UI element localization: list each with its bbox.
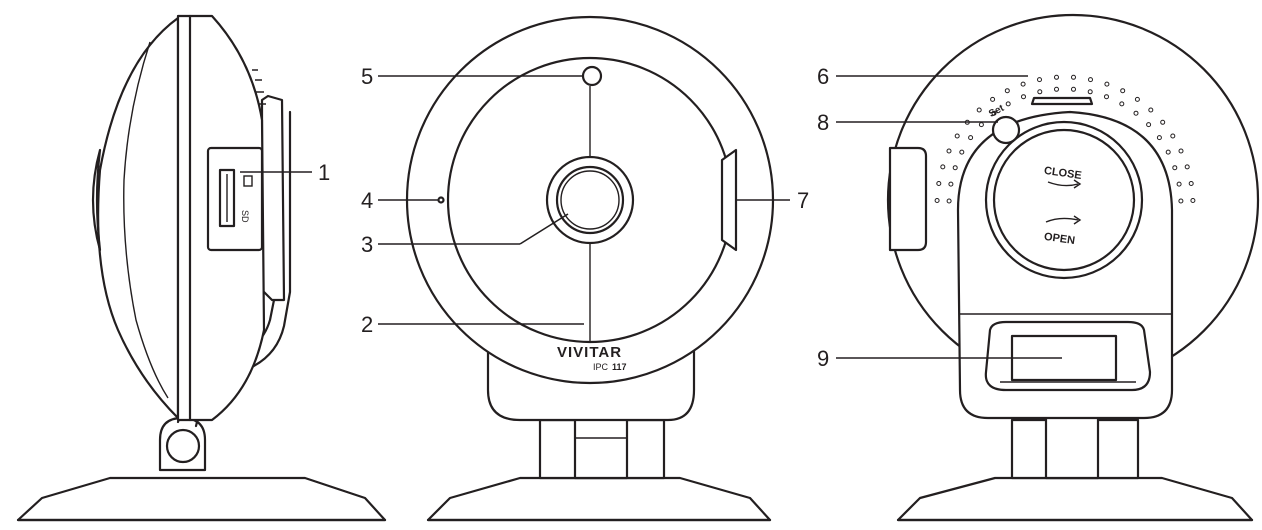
speaker-hole bbox=[1146, 122, 1152, 128]
speaker-hole bbox=[936, 181, 942, 186]
speaker-hole bbox=[968, 135, 974, 141]
callout-6: 6 bbox=[817, 64, 829, 89]
front-base bbox=[426, 476, 772, 522]
speaker-hole bbox=[991, 110, 997, 116]
speaker-hole bbox=[1088, 77, 1093, 83]
speaker-hole bbox=[1178, 198, 1184, 204]
speaker-hole bbox=[946, 148, 952, 154]
speaker-hole bbox=[954, 133, 960, 139]
callout-1: 1 bbox=[318, 160, 330, 185]
speaker-hole bbox=[1005, 101, 1011, 107]
front-lens bbox=[555, 165, 625, 235]
svg-text:SD: SD bbox=[240, 210, 250, 223]
callout-numbers: 1 2 3 4 5 6 7 8 9 bbox=[318, 64, 829, 371]
speaker-hole bbox=[946, 198, 952, 204]
speaker-hole bbox=[1120, 88, 1126, 94]
side-view: SD bbox=[16, 14, 387, 522]
callout-8: 8 bbox=[817, 110, 829, 135]
speaker-hole bbox=[1134, 96, 1140, 102]
back-base bbox=[896, 476, 1254, 522]
speaker-hole bbox=[1148, 107, 1154, 113]
dial-close-label: CLOSE bbox=[1043, 165, 1082, 182]
speaker-hole bbox=[1172, 165, 1178, 171]
speaker-hole bbox=[978, 122, 984, 128]
callout-2: 2 bbox=[361, 312, 373, 337]
leader-3b bbox=[519, 213, 569, 245]
speaker-hole bbox=[1133, 110, 1139, 116]
set-button bbox=[991, 115, 1021, 145]
back-view: CLOSE OPEN Set bbox=[886, 13, 1260, 522]
back-side-button bbox=[888, 146, 928, 252]
speaker-hole bbox=[1020, 81, 1026, 87]
speaker-hole bbox=[1037, 89, 1043, 95]
speaker-hole bbox=[959, 149, 965, 155]
speaker-hole bbox=[940, 164, 946, 170]
leader-lines bbox=[240, 75, 1062, 359]
speaker-hole bbox=[934, 198, 940, 203]
front-view: VIVITAR IPC 117 bbox=[405, 15, 775, 522]
callout-5: 5 bbox=[361, 64, 373, 89]
light-sensor bbox=[581, 65, 603, 87]
speaker-hole bbox=[1176, 181, 1182, 187]
speaker-hole bbox=[1160, 119, 1166, 125]
speaker-hole bbox=[1188, 181, 1194, 186]
front-side-button bbox=[720, 148, 738, 252]
callout-9: 9 bbox=[817, 346, 829, 371]
speaker-hole bbox=[1165, 149, 1171, 155]
speaker-hole bbox=[1104, 81, 1110, 87]
speaker-hole bbox=[1119, 101, 1125, 107]
side-lens bbox=[91, 148, 102, 252]
speaker-hole bbox=[1184, 164, 1190, 170]
side-dome bbox=[97, 16, 180, 420]
battery-dial bbox=[992, 128, 1136, 272]
microphone-hole bbox=[437, 196, 445, 204]
dial-open-label: OPEN bbox=[1043, 231, 1076, 247]
speaker-hole bbox=[1071, 86, 1076, 92]
side-pivot-knob bbox=[165, 428, 201, 464]
speaker-hole bbox=[1156, 135, 1162, 141]
speaker-hole bbox=[948, 181, 954, 187]
speaker-hole bbox=[1190, 198, 1196, 203]
speaker-hole bbox=[1054, 86, 1059, 92]
speaker-hole bbox=[1071, 74, 1076, 80]
brand-label: VIVITAR bbox=[557, 344, 622, 361]
speaker-hole bbox=[1087, 89, 1093, 95]
callout-4: 4 bbox=[361, 188, 373, 213]
speaker-hole bbox=[952, 165, 958, 171]
speaker-hole bbox=[976, 107, 982, 113]
speaker-hole bbox=[1004, 88, 1010, 94]
side-base bbox=[16, 476, 387, 522]
callout-7: 7 bbox=[797, 188, 809, 213]
side-bracket bbox=[260, 94, 286, 302]
speaker-hole bbox=[1104, 94, 1109, 100]
speaker-hole bbox=[1037, 77, 1042, 83]
speaker-hole bbox=[1054, 74, 1059, 80]
model-number: 117 bbox=[612, 362, 627, 372]
speaker-hole bbox=[1021, 94, 1026, 100]
speaker-hole bbox=[1170, 133, 1176, 139]
speaker-hole bbox=[1178, 148, 1184, 154]
speaker-hole bbox=[990, 96, 996, 102]
model-prefix: IPC bbox=[593, 362, 609, 372]
callout-3: 3 bbox=[361, 232, 373, 257]
